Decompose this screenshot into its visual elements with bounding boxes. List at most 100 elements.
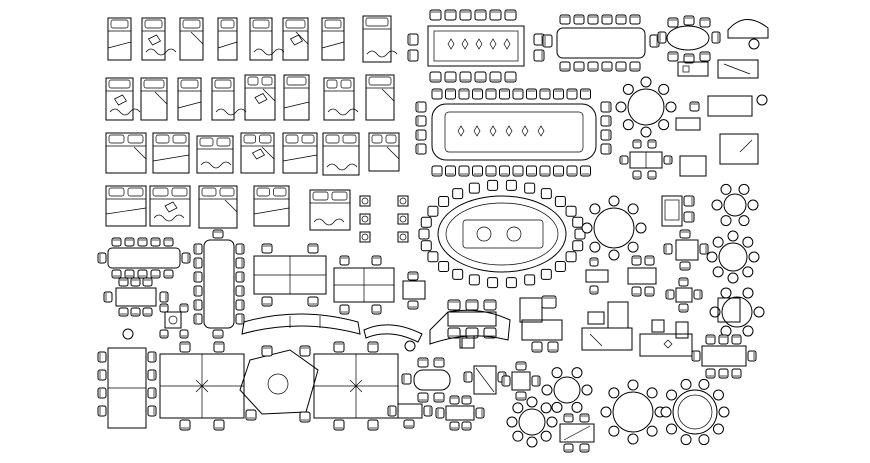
chair-icon <box>600 143 612 155</box>
chair-icon <box>111 269 122 279</box>
chair-icon <box>417 357 429 368</box>
chair-icon <box>193 313 203 325</box>
chair-icon <box>600 129 612 141</box>
chair-icon <box>124 237 135 247</box>
chair-icon <box>504 71 517 83</box>
chair-icon <box>97 387 107 399</box>
chair-icon <box>371 255 382 266</box>
workstation-icon <box>333 255 426 315</box>
chair-icon <box>705 334 716 345</box>
chair-icon <box>483 327 497 339</box>
chair-icon <box>147 351 157 363</box>
chair-icon <box>387 405 397 417</box>
chair-icon <box>526 165 537 177</box>
chair-icon <box>689 101 700 112</box>
reception-desk-icon <box>727 19 769 50</box>
chair-icon <box>163 237 174 247</box>
chair-icon <box>644 255 655 266</box>
chair-icon <box>461 421 472 431</box>
chair-icon <box>644 286 655 297</box>
chair-icon <box>261 345 273 357</box>
dining-set-icon <box>585 255 741 323</box>
round-table-icon <box>660 378 730 446</box>
chair-icon <box>147 369 157 381</box>
chair-icon <box>683 15 695 26</box>
chair-icon <box>307 243 319 254</box>
chair-icon <box>235 313 245 325</box>
chair-icon <box>179 341 191 353</box>
chair-icon <box>657 31 667 44</box>
bed-icon <box>211 77 247 121</box>
bed-icon <box>105 77 141 121</box>
chair-icon <box>407 300 419 310</box>
bed-icon <box>105 185 147 227</box>
chair-icon <box>512 165 524 177</box>
chair-icon <box>403 419 415 429</box>
chair-icon <box>181 252 191 264</box>
chair-icon <box>407 33 419 46</box>
round-table-icon <box>615 76 677 138</box>
workstation-icon <box>253 243 327 307</box>
chair-icon <box>212 329 224 339</box>
side-table-icon <box>397 231 409 243</box>
bed-icon <box>365 74 395 121</box>
chair-icon <box>542 34 553 48</box>
chair-icon <box>515 391 527 401</box>
bed-icon <box>309 189 351 231</box>
chair-icon <box>449 421 460 431</box>
chair-icon <box>512 88 524 100</box>
chair-icon <box>447 327 461 339</box>
chair-icon <box>179 303 189 313</box>
chair-icon <box>679 261 691 271</box>
chair-icon <box>423 405 433 417</box>
bed-icon <box>177 77 202 121</box>
bed-icon <box>283 74 310 121</box>
chair-icon <box>193 257 203 269</box>
chair-icon <box>433 357 445 368</box>
chair-icon <box>531 375 541 387</box>
chair-icon <box>559 61 571 72</box>
chair-icon <box>632 170 642 180</box>
chair-icon <box>367 341 379 353</box>
bed-icon <box>179 17 204 61</box>
dining-set-icon <box>97 347 157 429</box>
chair-icon <box>539 165 551 177</box>
workstation-icon <box>239 345 319 423</box>
chair-icon <box>699 51 711 62</box>
side-table-icon <box>397 213 409 225</box>
chair-icon <box>489 71 502 83</box>
dining-set-icon <box>387 357 595 453</box>
chair-icon <box>667 51 679 62</box>
chair-icon <box>147 405 157 417</box>
side-table-icon <box>359 231 371 243</box>
chair-icon <box>683 195 695 207</box>
chair-icon <box>401 373 412 385</box>
chair-icon <box>235 243 245 255</box>
chair-icon <box>97 252 107 264</box>
chair-icon <box>444 9 457 21</box>
bed-icon <box>107 17 132 61</box>
chair-icon <box>245 409 257 421</box>
chair-icon <box>563 443 574 453</box>
bed-icon <box>217 17 238 61</box>
conference-table-icon <box>407 9 545 83</box>
workstation-icon <box>661 195 709 271</box>
bed-icon <box>196 135 234 174</box>
bed-icon <box>253 185 290 227</box>
round-table-icon <box>600 379 666 445</box>
workstation-icon <box>581 301 693 357</box>
round-table-icon <box>711 183 759 227</box>
chair-icon <box>159 291 169 303</box>
side-table-icon <box>359 195 371 207</box>
bed-icon <box>249 17 285 61</box>
chair-icon <box>407 271 419 281</box>
chair-icon <box>193 243 203 255</box>
chair-icon <box>475 407 485 419</box>
chair-icon <box>447 299 461 311</box>
chair-icon <box>601 61 613 72</box>
chair-icon <box>699 243 709 255</box>
chair-icon <box>589 257 599 267</box>
chair-icon <box>705 368 716 379</box>
chair-icon <box>699 17 711 28</box>
